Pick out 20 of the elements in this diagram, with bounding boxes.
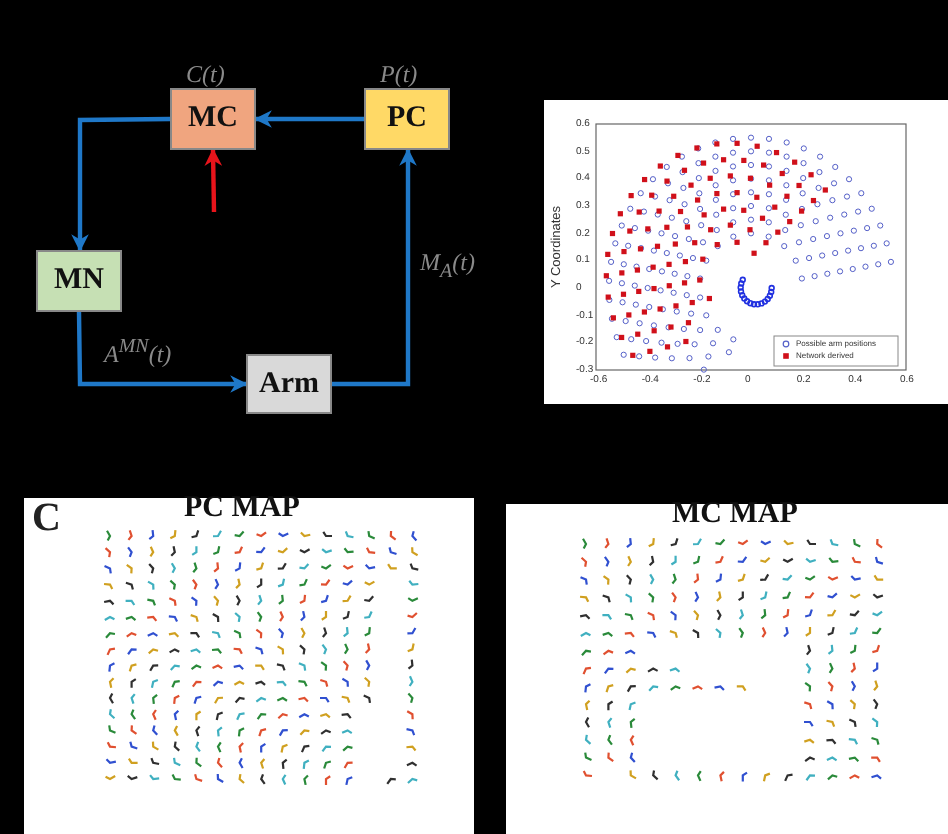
arrow (332, 148, 417, 387)
process-box (170, 88, 256, 150)
box-label: Arm (259, 367, 319, 401)
box-label: MC (188, 102, 238, 136)
process-box (246, 354, 332, 414)
signal-label: P(t) (380, 60, 418, 90)
arrow (76, 311, 248, 393)
box-label: MN (54, 264, 104, 298)
map-title: PC MAP (184, 492, 300, 526)
edge-label: M$_{A}$(t) (420, 248, 475, 283)
arrow (254, 110, 364, 128)
box-label: PC (387, 102, 427, 136)
arrow (204, 148, 223, 213)
process-box (364, 88, 450, 150)
signal-label: C(t) (186, 60, 225, 90)
process-box (36, 250, 122, 312)
map-title: MC MAP (672, 498, 798, 532)
panel-letter: C (32, 498, 61, 538)
arrow (71, 116, 171, 252)
edge-label: A$^{MN}$(t) (104, 336, 172, 370)
